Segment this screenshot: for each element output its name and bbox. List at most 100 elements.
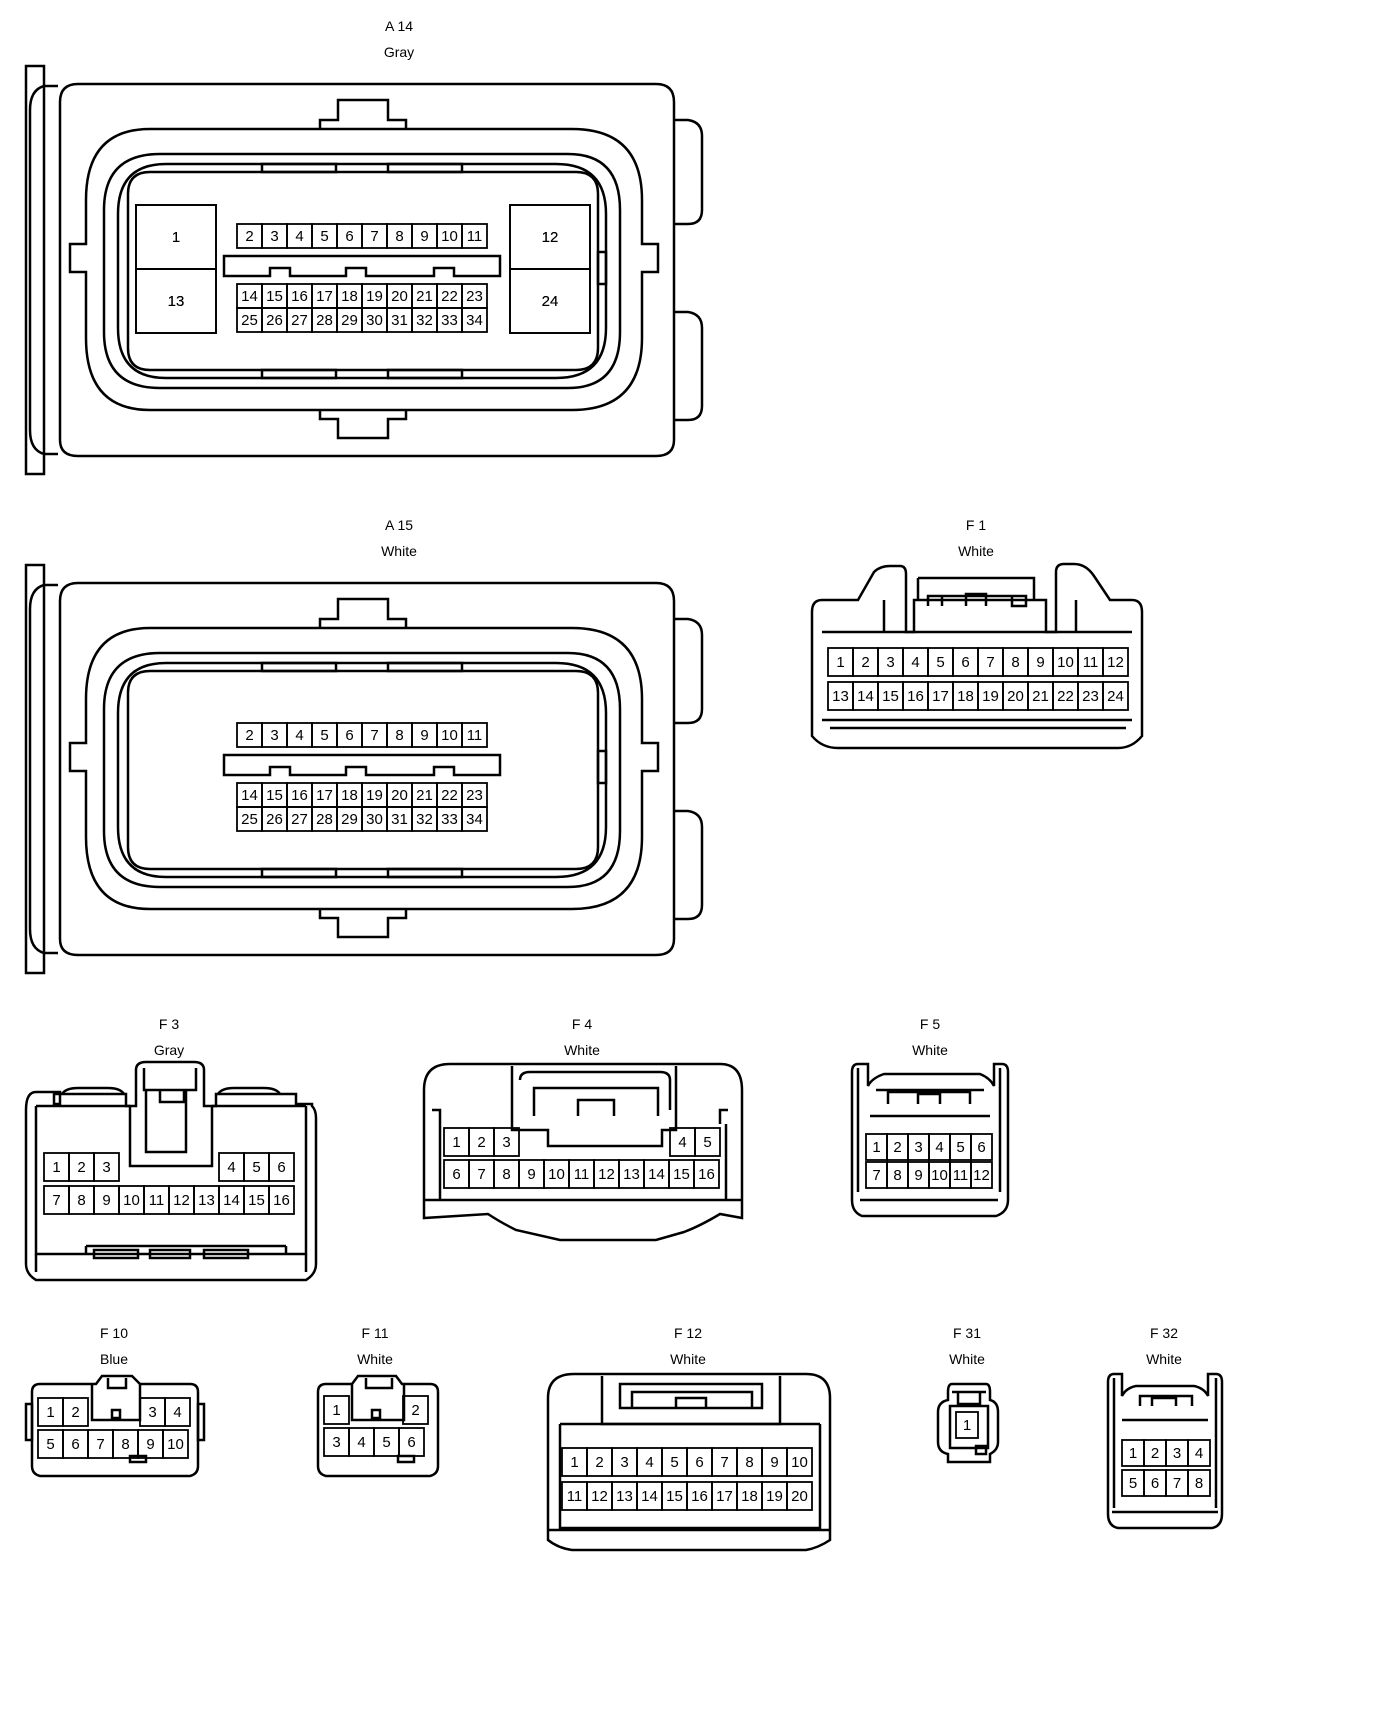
- pin-label-F4-11: 11: [574, 1166, 590, 1183]
- pin-label-F1-3: 3: [886, 654, 894, 671]
- pin-label-F4-16: 16: [698, 1166, 715, 1183]
- housing-outline: [28, 583, 58, 955]
- connector-id-F32: F 32: [1149, 1325, 1178, 1341]
- housing-part: [386, 162, 464, 174]
- pin-label-A14-32: 32: [416, 312, 433, 329]
- housing-outline: [1138, 1394, 1194, 1406]
- housing-outline: [1112, 1418, 1218, 1514]
- pin-label-F32-7: 7: [1173, 1475, 1181, 1492]
- pin-label-F5-1: 1: [872, 1139, 880, 1156]
- housing-outline: [126, 669, 600, 871]
- pin-label-A14-26: 26: [266, 312, 283, 329]
- pin-label-F1-12: 12: [1107, 654, 1124, 671]
- connector-color-F10: Blue: [99, 1351, 129, 1367]
- pin-label-F1-16: 16: [907, 688, 924, 705]
- pin-label-F12-16: 16: [691, 1488, 708, 1505]
- housing-outline: [860, 1114, 998, 1202]
- pin-label-F12-19: 19: [766, 1488, 783, 1505]
- housing-outline: [916, 576, 1036, 600]
- pin-label-A15-23: 23: [466, 787, 483, 804]
- pin-label-F4-9: 9: [527, 1166, 535, 1183]
- pin-cell-F31-1: [955, 1411, 979, 1439]
- pin-label-A15-18: 18: [341, 787, 358, 804]
- housing-outline: [90, 1378, 142, 1422]
- pin-label-A14-3: 3: [270, 228, 278, 245]
- connector-id-F5: F 5: [919, 1016, 941, 1032]
- pin-label-A15-14: 14: [241, 787, 258, 804]
- pin-label-F10-7: 7: [96, 1436, 104, 1453]
- pin-label-F1-24: 24: [1107, 688, 1124, 705]
- connector-color-F3: Gray: [153, 1042, 185, 1058]
- pin-label-F1-9: 9: [1036, 654, 1044, 671]
- housing-part: [92, 1248, 140, 1260]
- pin-label-A15-24: 24: [542, 293, 559, 310]
- housing-outline: [318, 597, 408, 628]
- pin-label-F3-15: 15: [248, 1192, 265, 1209]
- connector-color-F4: White: [564, 1042, 600, 1058]
- pin-label-F31-1: 1: [963, 1417, 971, 1434]
- connector-id-F4: F 4: [571, 1016, 593, 1032]
- pin-label-A14-28: 28: [316, 312, 333, 329]
- pin-label-F1-22: 22: [1057, 688, 1074, 705]
- pin-label-F32-8: 8: [1195, 1475, 1203, 1492]
- pin-label-A15-33: 33: [441, 811, 458, 828]
- connector-id-F11: F 11: [361, 1325, 389, 1341]
- housing-outline: [822, 630, 1132, 730]
- housing-outline: [316, 1374, 440, 1478]
- housing-outline: [886, 1090, 972, 1104]
- pin-label-F5-7: 7: [872, 1167, 880, 1184]
- housing-outline: [350, 1378, 406, 1422]
- pin-cell-F3-6: [268, 1152, 295, 1182]
- pin-label-A15-27: 27: [291, 811, 308, 828]
- housing-outline: [532, 1086, 660, 1116]
- pin-label-F5-8: 8: [893, 1167, 901, 1184]
- pin-label-A15-13: 13: [168, 293, 185, 310]
- pin-cell-F10-10: [162, 1429, 189, 1459]
- pin-label-A15-3: 3: [270, 727, 278, 744]
- pin-cell-A15-34: [461, 806, 488, 832]
- pin-label-A15-8: 8: [395, 727, 403, 744]
- housing-outline: [126, 170, 600, 372]
- pin-cell-F4-16: [693, 1159, 720, 1189]
- housing-outline: [34, 1104, 308, 1256]
- pin-label-A15-32: 32: [416, 811, 433, 828]
- housing-part: [596, 749, 608, 785]
- pin-label-A14-6: 6: [345, 228, 353, 245]
- pin-label-F11-3: 3: [332, 1434, 340, 1451]
- pin-label-F3-4: 4: [227, 1159, 235, 1176]
- pin-label-F1-23: 23: [1082, 688, 1099, 705]
- pin-cell-F12-10: [786, 1447, 813, 1477]
- pin-label-F4-6: 6: [452, 1166, 460, 1183]
- pin-label-F3-9: 9: [102, 1192, 110, 1209]
- pin-cell-F4-3: [493, 1127, 520, 1157]
- pin-cell-F10-2: [62, 1397, 89, 1427]
- pin-label-F11-6: 6: [407, 1434, 415, 1451]
- pin-label-F1-4: 4: [911, 654, 919, 671]
- pin-label-A15-34: 34: [466, 811, 483, 828]
- housing-outline: [34, 1244, 308, 1272]
- housing-outline: [222, 753, 502, 777]
- housing-part: [260, 661, 338, 673]
- housing-outline: [30, 1374, 200, 1478]
- housing-outline: [128, 1106, 214, 1168]
- housing-part: [596, 250, 608, 286]
- pin-label-F12-20: 20: [791, 1488, 808, 1505]
- pin-label-F12-14: 14: [641, 1488, 658, 1505]
- housing-outline: [674, 310, 704, 422]
- pin-label-F1-11: 11: [1083, 654, 1099, 671]
- housing-part: [260, 162, 338, 174]
- housing-outline: [432, 1108, 728, 1124]
- housing-outline: [24, 64, 46, 476]
- connector-color-F12: White: [670, 1351, 706, 1367]
- pin-label-A14-17: 17: [316, 288, 333, 305]
- housing-part: [110, 1408, 122, 1420]
- pin-label-F12-3: 3: [620, 1454, 628, 1471]
- pin-label-A14-30: 30: [366, 312, 383, 329]
- pin-label-F32-5: 5: [1129, 1475, 1137, 1492]
- pin-cell-F5-12: [970, 1161, 993, 1189]
- connector-color-A15: White: [381, 543, 417, 559]
- pin-label-F3-1: 1: [52, 1159, 60, 1176]
- pin-label-F11-2: 2: [411, 1402, 419, 1419]
- pin-label-F5-10: 10: [931, 1167, 948, 1184]
